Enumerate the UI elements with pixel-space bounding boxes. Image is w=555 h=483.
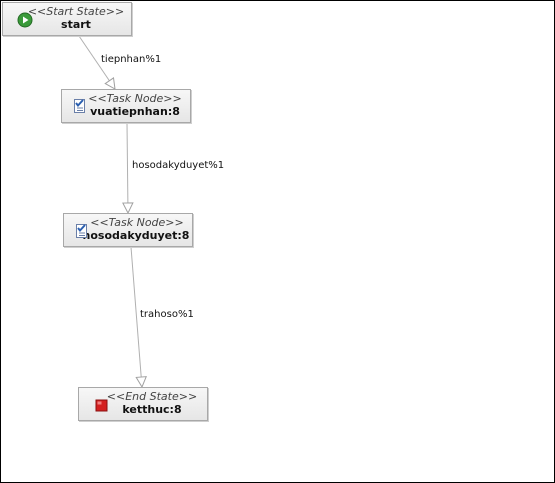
task-checklist-icon	[76, 224, 87, 238]
play-icon	[17, 12, 33, 28]
start-state-node[interactable]: <<Start State>> start	[2, 2, 132, 36]
transition-line-trahoso	[130, 246, 142, 387]
node-stereotype: <<End State>>	[106, 390, 198, 403]
transition-label-tiepnhan[interactable]: tiepnhan%1	[101, 54, 162, 65]
node-name: hosodakyduyet:8	[82, 229, 190, 242]
node-stereotype: <<Start State>>	[27, 5, 125, 18]
stop-icon	[95, 399, 108, 412]
node-stereotype: <<Task Node>>	[90, 216, 184, 229]
task-node-hosodakyduyet[interactable]: <<Task Node>> hosodakyduyet:8	[63, 213, 193, 247]
task-node-vuatiepnhan[interactable]: <<Task Node>> vuatiepnhan:8	[61, 89, 191, 123]
end-state-node[interactable]: <<End State>> ketthuc:8	[78, 387, 208, 421]
node-stereotype: <<Task Node>>	[88, 92, 182, 105]
node-name: start	[61, 18, 91, 31]
task-checklist-icon	[74, 99, 85, 113]
node-name: ketthuc:8	[122, 403, 182, 416]
node-name: vuatiepnhan:8	[90, 105, 180, 118]
transition-label-hosodakyduyet[interactable]: hosodakyduyet%1	[132, 160, 225, 171]
transition-label-trahoso[interactable]: trahoso%1	[140, 309, 194, 320]
transition-line-hosodakyduyet	[127, 122, 128, 213]
transition-line-tiepnhan	[78, 35, 115, 89]
